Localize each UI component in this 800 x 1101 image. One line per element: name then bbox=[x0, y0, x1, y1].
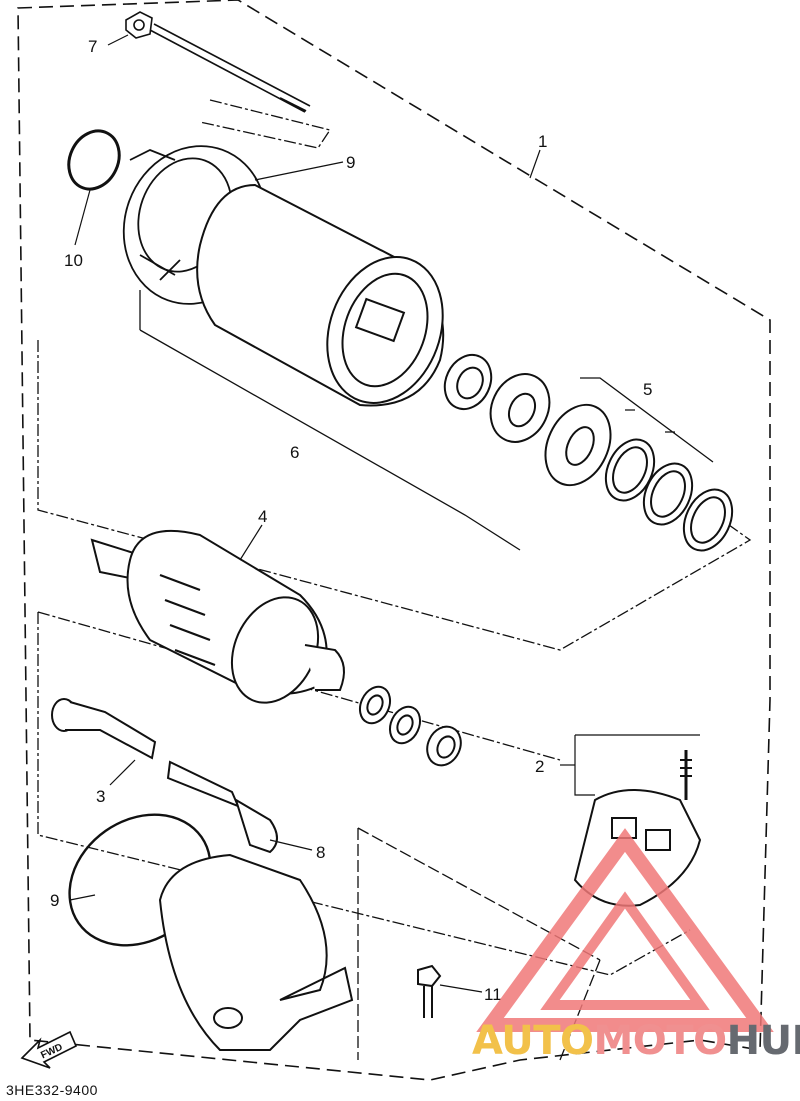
brand-part-moto: MOTO bbox=[593, 1018, 728, 1064]
callout-11: 11 bbox=[484, 985, 502, 1004]
group-outline-armature bbox=[37, 340, 752, 651]
long-bolt-part bbox=[125, 11, 311, 113]
brand-part-hub: HUB bbox=[726, 1018, 800, 1064]
group-outline-housing bbox=[37, 611, 691, 976]
callout-5: 5 bbox=[643, 380, 652, 399]
fwd-arrow-icon: FWD bbox=[20, 1030, 78, 1069]
armature-part bbox=[90, 529, 345, 704]
callout-2: 2 bbox=[535, 757, 544, 776]
callout-1: 1 bbox=[538, 132, 547, 151]
small-bolt-part bbox=[417, 964, 442, 1018]
terminal-lead-part bbox=[166, 760, 278, 854]
callout-9-lower: 9 bbox=[50, 891, 59, 910]
watermark-triangle-logo bbox=[476, 828, 774, 1032]
terminal-bolt-part bbox=[51, 698, 157, 760]
assembly-outline bbox=[17, 0, 771, 1081]
brand-part-auto: AUTO bbox=[472, 1018, 594, 1064]
group-outline-bolt bbox=[199, 99, 332, 149]
washer-bracket bbox=[580, 377, 714, 463]
callout-4: 4 bbox=[258, 507, 267, 526]
rear-cover-part bbox=[158, 853, 354, 1051]
yoke-housing-part bbox=[196, 183, 445, 407]
callout-8: 8 bbox=[316, 843, 325, 862]
callout-6: 6 bbox=[290, 443, 299, 462]
small-washers-part bbox=[358, 685, 462, 767]
o-ring-part bbox=[67, 129, 121, 191]
group-outline-9-10 bbox=[139, 290, 521, 551]
bearing-part bbox=[443, 353, 551, 443]
watermark-brand: AUTOMOTOHUB bbox=[472, 1018, 800, 1064]
callout-7: 7 bbox=[88, 37, 97, 56]
leader-lines bbox=[69, 34, 700, 993]
washer-set-part bbox=[544, 403, 734, 552]
callout-10: 10 bbox=[64, 251, 83, 270]
callout-3: 3 bbox=[96, 787, 105, 806]
callout-9-upper: 9 bbox=[346, 153, 355, 172]
drawing-code: 3HE332-9400 bbox=[6, 1082, 98, 1098]
